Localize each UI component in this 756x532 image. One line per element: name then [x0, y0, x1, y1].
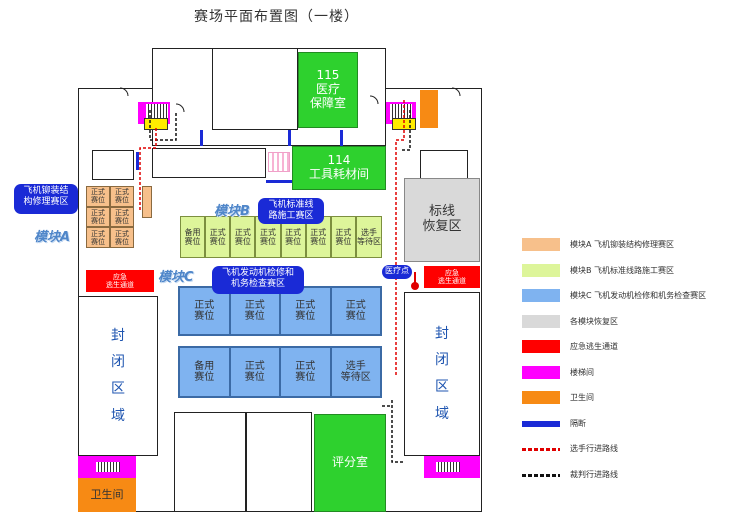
door-swing [369, 95, 379, 105]
closed-area-east: 封 闭 区 域 [404, 292, 480, 456]
partition [200, 130, 203, 146]
module-c-station: 正式 赛位 [330, 287, 381, 335]
tools-room: 114 工具耗材间 [292, 146, 386, 190]
south-room-2 [246, 412, 312, 512]
stair-steps-nw [146, 104, 168, 120]
module-a-station: 正式 赛位 [86, 227, 110, 248]
door-swing [175, 103, 185, 113]
corridor-room [152, 148, 266, 178]
legend-label: 模块B 飞机标准线路施工赛区 [570, 265, 675, 275]
legend-label: 模块C 飞机发动机检修和机务检查赛区 [570, 291, 707, 300]
partition [340, 130, 343, 146]
legend-swatch [522, 289, 560, 302]
legend-label: 裁判行进路线 [570, 469, 618, 479]
legend-label: 选手行进路线 [570, 444, 618, 453]
module-c-label: 模块C [158, 270, 194, 285]
module-c-station: 正式 赛位 [229, 347, 280, 397]
judge-route [149, 110, 177, 141]
legend-swatch [522, 238, 560, 251]
legend-label: 楼梯间 [570, 367, 594, 377]
east-room [420, 150, 468, 180]
legend-label: 卫生间 [570, 393, 594, 402]
module-b-station: 备用 赛位 [180, 216, 206, 258]
door-swing [119, 87, 129, 97]
contestant-route [395, 100, 405, 376]
legend-label: 模块A 飞机铆装结构修理赛区 [570, 240, 675, 249]
partition [288, 130, 291, 146]
legend-swatch [522, 448, 560, 451]
module-b-station: 正式 赛位 [230, 216, 256, 258]
stair-steps-ne [390, 104, 412, 120]
medical-room: 115 医疗 保障室 [298, 52, 358, 128]
legend-label: 应急逃生通道 [570, 342, 618, 351]
legend-swatch [522, 314, 560, 328]
south-room-1 [174, 412, 246, 512]
module-b-station: 选手 等待区 [355, 216, 382, 258]
restroom-ne [420, 90, 438, 128]
module-b-station: 正式 赛位 [205, 216, 231, 258]
medical-point-dot [411, 282, 419, 290]
module-c-station: 选手 等待区 [330, 347, 381, 397]
door-hatch [268, 152, 290, 172]
partition [136, 152, 139, 170]
module-a-bench [142, 186, 152, 218]
module-a-label: 模块A [34, 230, 71, 245]
restroom-sw: 卫生间 [78, 478, 136, 512]
west-room [92, 150, 134, 180]
module-b-label: 模块B [214, 204, 250, 219]
stair-steps-se [436, 462, 460, 472]
module-a-station: 正式 赛位 [86, 206, 110, 228]
module-a-grid: 正式 赛位正式 赛位正式 赛位正式 赛位正式 赛位正式 赛位 [86, 186, 134, 248]
judge-route [400, 110, 411, 151]
legend-swatch [522, 340, 560, 353]
legend-swatch [522, 263, 560, 277]
door-swing [451, 87, 461, 97]
module-c-callout: 飞机发动机检修和 机务检查赛区 [212, 266, 304, 294]
legend-swatch [522, 365, 560, 379]
contestant-route [139, 128, 157, 210]
module-a-station: 正式 赛位 [110, 186, 134, 207]
module-b-station: 正式 赛位 [330, 216, 356, 258]
emergency-exit-west: 应急 逃生通道 [86, 270, 154, 292]
scoring-room: 评分室 [314, 414, 386, 512]
judge-route [391, 400, 404, 463]
module-a-callout: 飞机铆装结 构修理赛区 [14, 184, 78, 214]
module-c-station: 正式 赛位 [280, 287, 331, 335]
closed-area-west: 封 闭 区 域 [78, 296, 158, 456]
north-wing-inner [212, 48, 298, 130]
emergency-exit-east: 应急 逃生通道 [424, 266, 480, 288]
module-a-station: 正式 赛位 [110, 206, 134, 228]
legend-swatch [522, 420, 560, 427]
module-a-station: 正式 赛位 [86, 186, 110, 207]
page-title: 赛场平面布置图（一楼） [194, 9, 359, 25]
legend-swatch [522, 473, 560, 477]
module-c-station: 正式 赛位 [280, 347, 331, 397]
module-b-callout: 飞机标准线 路施工赛区 [258, 198, 324, 224]
legend-label: 各模块恢复区 [570, 316, 618, 326]
stair-steps-sw [96, 462, 120, 472]
module-c-station: 备用 赛位 [179, 347, 230, 397]
legend-swatch [522, 391, 560, 404]
module-c-station: 正式 赛位 [179, 287, 230, 335]
module-a-station: 正式 赛位 [110, 227, 134, 248]
module-b-grid: 备用 赛位正式 赛位正式 赛位正式 赛位正式 赛位正式 赛位正式 赛位选手 等待… [180, 216, 382, 258]
medical-point-label: 医疗点 [382, 265, 412, 279]
module-c-grid-bottom: 备用 赛位正式 赛位正式 赛位选手 等待区 [178, 346, 382, 398]
recovery-zone: 标线 恢复区 [404, 178, 480, 262]
partition [266, 180, 292, 183]
legend-label: 隔断 [570, 418, 586, 428]
